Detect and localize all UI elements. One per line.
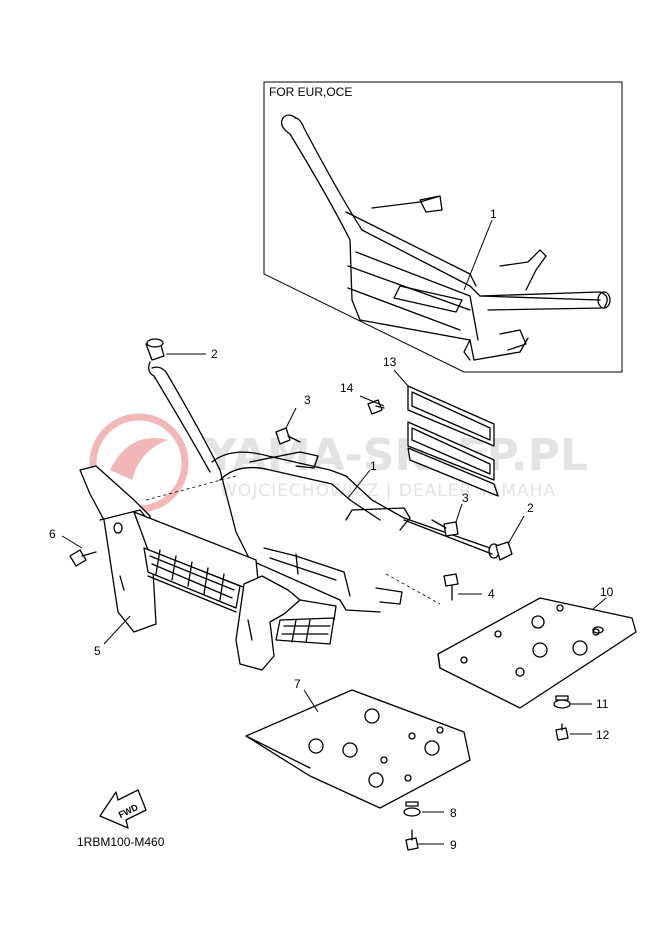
inset-box: FOR EUR,OCE 1 — [263, 81, 623, 373]
reflectors — [407, 385, 499, 497]
inset-guard-drawing — [280, 114, 611, 361]
inset-frame — [263, 81, 623, 373]
diagram-code: 1RBM100-M460 — [77, 835, 165, 849]
bolt-3-right — [431, 519, 459, 537]
cap-right — [495, 541, 513, 561]
leader-lines — [61, 353, 607, 845]
bolt-6 — [69, 549, 97, 567]
bolt-9 — [405, 829, 419, 851]
callout-11: 11 — [596, 697, 609, 711]
bolt-4 — [443, 573, 459, 601]
callout-10: 10 — [600, 585, 614, 599]
watermark-text: YAMA-SKLEP.PL — [204, 430, 588, 481]
callouts: 2 3 14 13 1 3 2 4 6 5 10 11 12 7 8 9 — [49, 347, 614, 852]
skid-plate-10 — [437, 597, 637, 709]
callout-2-right: 2 — [527, 501, 534, 515]
callout-3-right: 3 — [462, 491, 469, 505]
callout-14: 14 — [340, 381, 354, 395]
grommet-8 — [403, 801, 421, 817]
callout-9: 9 — [450, 838, 457, 852]
front-guard-assembly — [79, 338, 513, 671]
watermark-subtext: WOJCIECHOWICZ | DEALER YAMAHA — [220, 481, 556, 501]
step-mesh — [275, 617, 335, 645]
callout-13: 13 — [383, 355, 397, 369]
callout-1: 1 — [370, 459, 377, 473]
callout-6: 6 — [49, 527, 56, 541]
callout-4: 4 — [488, 587, 495, 601]
callout-3-upper: 3 — [304, 393, 311, 407]
bumper-right-end — [235, 575, 301, 671]
watermark: YAMA-SKLEP.PL WOJCIECHOWICZ | DEALER YAM… — [89, 413, 588, 513]
callout-5: 5 — [94, 644, 101, 658]
skid-plate-7 — [245, 689, 471, 809]
callout-inset-1: 1 — [490, 207, 497, 221]
bumper-left-end — [79, 465, 157, 633]
inset-title: FOR EUR,OCE — [269, 85, 352, 99]
fasteners — [69, 399, 571, 851]
callout-12: 12 — [596, 728, 610, 742]
watermark-logo-mark — [110, 438, 168, 480]
grommet-11 — [553, 695, 571, 709]
fwd-arrow: FWD — [99, 789, 147, 829]
callout-7: 7 — [294, 677, 301, 691]
bolt-12 — [555, 723, 569, 741]
bolt-14 — [367, 399, 385, 415]
callout-2-left: 2 — [211, 347, 218, 361]
leader-inset-1 — [463, 219, 493, 291]
callout-8: 8 — [450, 806, 457, 820]
bolt-3-upper — [275, 427, 301, 445]
